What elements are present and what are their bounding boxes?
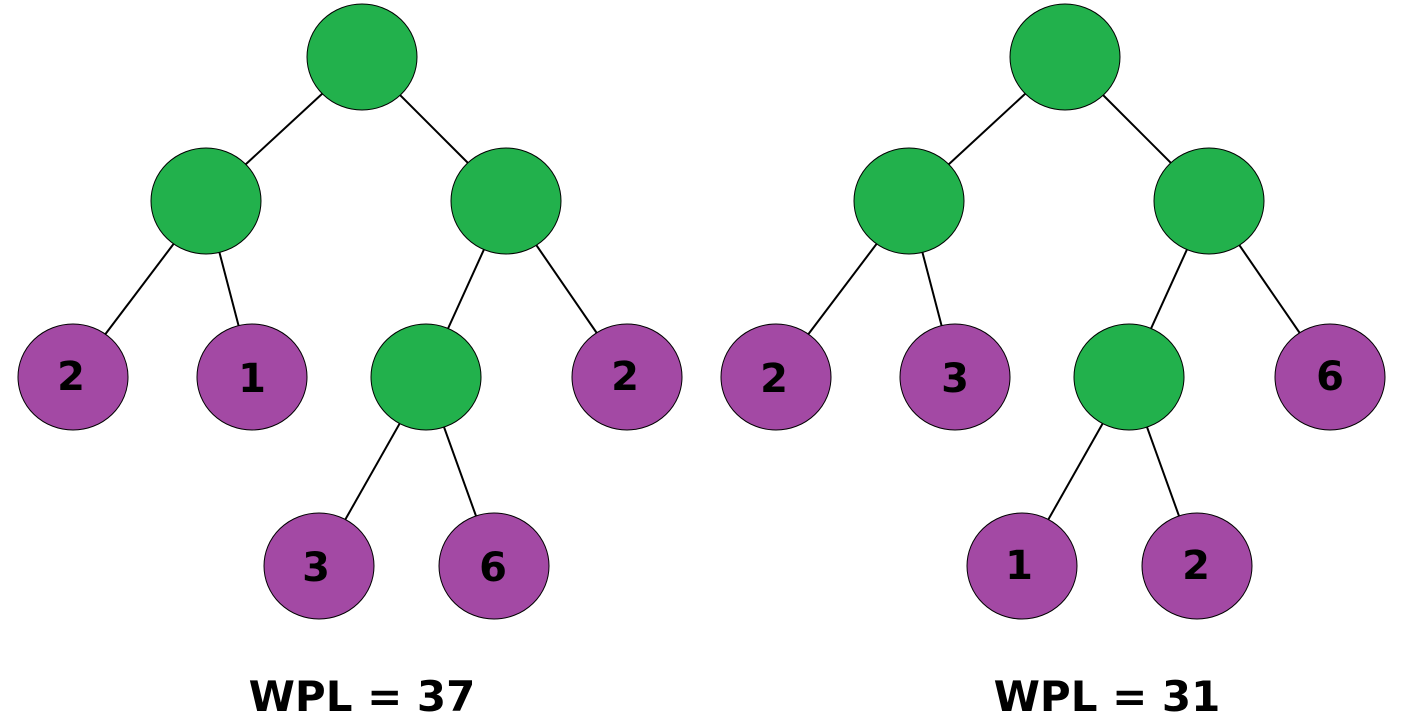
internal-node (450, 147, 562, 255)
leaf-node-circle (263, 512, 375, 620)
leaf-node-circle (1141, 512, 1253, 620)
leaf-weight: 2 (1182, 543, 1210, 589)
leaf-weight: 6 (479, 545, 507, 591)
internal-node (370, 323, 482, 431)
wpl-caption-right: WPL = 31 (993, 672, 1221, 721)
leaf-node-circle (720, 323, 832, 431)
internal-node (853, 147, 965, 255)
leaf-weight: 2 (57, 354, 85, 400)
leaf-weight: 2 (611, 354, 639, 400)
leaf-node-circle (17, 323, 129, 431)
leaf-weight: 3 (302, 545, 330, 591)
internal-node (1073, 323, 1185, 431)
leaf-node-circle (196, 323, 308, 431)
leaf-node: 3 (899, 323, 1011, 431)
leaf-node: 6 (1274, 323, 1386, 431)
internal-node-root (306, 3, 418, 111)
leaf-node: 2 (17, 323, 129, 431)
leaf-node: 3 (263, 512, 375, 620)
leaf-node: 2 (720, 323, 832, 431)
leaf-weight: 3 (941, 356, 969, 402)
leaf-node: 1 (196, 323, 308, 431)
leaf-weight: 1 (1005, 543, 1033, 589)
leaf-weight: 6 (1316, 354, 1344, 400)
tree-left-edges (72, 56, 628, 567)
leaf-node-circle (438, 512, 550, 620)
leaf-node: 2 (571, 323, 683, 431)
leaf-node-circle (1274, 323, 1386, 431)
leaf-weight: 1 (238, 356, 266, 402)
leaf-node-circle (966, 512, 1078, 620)
leaf-node-circle (899, 323, 1011, 431)
leaf-node: 1 (966, 512, 1078, 620)
wpl-caption-left: WPL = 37 (248, 672, 476, 721)
leaf-node: 6 (438, 512, 550, 620)
tree-right-edges (775, 56, 1331, 567)
tree-left: 2 1 3 6 2 (17, 3, 683, 620)
tree-right: 2 3 1 2 6 (720, 3, 1386, 620)
leaf-node: 2 (1141, 512, 1253, 620)
internal-node (150, 147, 262, 255)
internal-node-root (1009, 3, 1121, 111)
leaf-weight: 2 (760, 356, 788, 402)
internal-node (1153, 147, 1265, 255)
leaf-node-circle (571, 323, 683, 431)
